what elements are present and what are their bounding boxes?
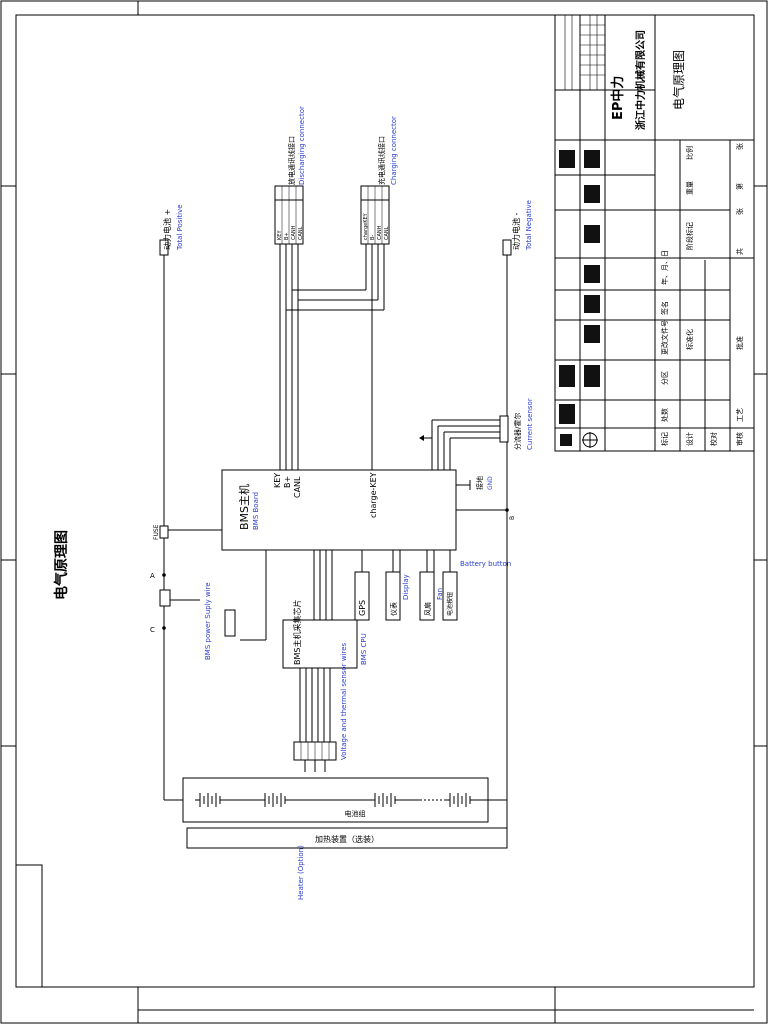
display-box bbox=[385, 571, 401, 621]
tb-stage: 阶段标记 bbox=[685, 222, 694, 250]
heater-box bbox=[186, 827, 508, 849]
tb-label-date: 年、月、日 bbox=[660, 250, 669, 285]
bms-board-cn: BMS主机 bbox=[237, 484, 251, 530]
bms-power-en: BMS power Suply wire bbox=[204, 582, 212, 660]
drawing-title: 电气原理图 bbox=[53, 530, 70, 600]
bms-pin-key: KEY bbox=[273, 473, 282, 488]
battery-cells bbox=[195, 793, 490, 807]
tb-weight: 重量 bbox=[686, 181, 694, 195]
title-block-text: EP中力 浙江中力机械有限公司 电气原理图 标记 处数 分区 更改文件号 签名 … bbox=[610, 30, 744, 446]
supply-connector bbox=[224, 609, 236, 637]
charging-label-en: Charging connector bbox=[390, 116, 398, 185]
charging-pin-4: CANL bbox=[384, 226, 390, 240]
point-a: A bbox=[150, 572, 155, 580]
tb-no: 第 bbox=[735, 183, 744, 190]
current-sensor bbox=[419, 415, 509, 443]
tb-sheet-2: 张 bbox=[735, 143, 744, 150]
company-logo: EP中力 bbox=[610, 76, 626, 120]
charging-pin-1: chargeKEY bbox=[363, 212, 369, 240]
current-sensor-en: Current sensor bbox=[526, 398, 534, 450]
tb-total: 共 bbox=[735, 248, 744, 255]
fuse-label: FUSE bbox=[153, 524, 160, 540]
tb-role-process: 工艺 bbox=[736, 408, 744, 422]
discharging-label-cn: 放电通讯线接口 bbox=[287, 136, 296, 185]
battery-button-cn: 电池按钮 bbox=[446, 592, 454, 616]
sensor-leads bbox=[304, 760, 326, 772]
gps-box bbox=[354, 571, 370, 621]
battery-button-en: Battery button bbox=[460, 560, 511, 568]
bms-pin-bplus: B+ bbox=[283, 476, 292, 488]
sensor-wires-en: Voltage and thermal sensor wires bbox=[340, 642, 348, 760]
total-negative-terminal bbox=[502, 239, 512, 256]
discharging-pin-4: CANL bbox=[298, 226, 304, 240]
fan-cn: 风扇 bbox=[423, 602, 432, 616]
tb-role-review: 审核 bbox=[735, 432, 744, 446]
charging-pin-3: CANH bbox=[377, 225, 383, 240]
fan-box bbox=[419, 571, 435, 621]
bms-cpu bbox=[282, 619, 358, 669]
heater-cn: 加热装置（选装） bbox=[315, 834, 379, 844]
tb-label-mark: 标记 bbox=[660, 432, 669, 446]
point-b: B bbox=[509, 516, 516, 520]
discharging-pin-1: KEY bbox=[277, 230, 283, 240]
discharging-label-en: Discharging connector bbox=[298, 106, 306, 185]
gnd-cn: 接地 bbox=[475, 476, 484, 490]
relay-a bbox=[159, 589, 171, 607]
node-a bbox=[162, 573, 166, 577]
tb-standard: 标准化 bbox=[685, 329, 694, 350]
tb-label-change: 更改文件号 bbox=[660, 320, 669, 355]
fuse bbox=[159, 525, 169, 539]
tb-sheet: 张 bbox=[735, 208, 744, 215]
discharging-pin-3: CANH bbox=[291, 225, 297, 240]
discharging-pin-2: B+ bbox=[284, 232, 290, 240]
sensor-connector-dividers bbox=[300, 742, 330, 760]
display-en: Display bbox=[402, 574, 410, 600]
battery-pack-label: 电池组 bbox=[345, 809, 366, 818]
charging-connector: chargeKEY B- CANH CANL bbox=[360, 185, 390, 245]
tb-label-zone: 分区 bbox=[660, 371, 669, 385]
bms-cpu-cn: BMS主机采集芯片 bbox=[292, 600, 302, 665]
tb-label-sign: 签名 bbox=[660, 301, 669, 315]
point-c: C bbox=[150, 626, 155, 634]
charging-pin-2: B- bbox=[370, 235, 376, 240]
total-positive-cn: 动力电池 + bbox=[162, 209, 172, 250]
total-negative-cn: 动力电池 - bbox=[511, 212, 521, 250]
tb-role-check: 校对 bbox=[709, 432, 718, 446]
company-name: 浙江中力机械有限公司 bbox=[634, 30, 647, 130]
gps-label: GPS bbox=[358, 600, 367, 616]
heater-en: Heater (Option) bbox=[297, 845, 305, 900]
current-sensor-cn: 分流器/霍尔 bbox=[513, 413, 522, 450]
drawing-title-block: 电气原理图 bbox=[671, 50, 686, 110]
tb-scale: 比例 bbox=[685, 146, 694, 160]
battery-button-box bbox=[442, 571, 458, 621]
total-positive-terminal bbox=[159, 239, 169, 256]
discharging-connector: KEY B+ CANH CANL bbox=[274, 185, 304, 245]
gnd-en: GND bbox=[487, 476, 494, 490]
bms-cpu-en: BMS CPU bbox=[360, 633, 368, 665]
total-positive-en: Total Positive bbox=[176, 204, 184, 251]
bms-board-en: BMS Board bbox=[252, 492, 260, 530]
charging-label-cn: 充电通讯线接口 bbox=[377, 136, 386, 185]
bms-board bbox=[221, 469, 457, 551]
total-negative-en: Total Negative bbox=[525, 200, 533, 251]
display-cn: 仪表 bbox=[389, 602, 398, 616]
tb-role-design: 设计 bbox=[685, 432, 694, 446]
bms-pin-charge-key: charge-KEY bbox=[369, 472, 378, 518]
fan-en: Fan bbox=[436, 588, 444, 600]
node-b bbox=[505, 508, 509, 512]
node-c bbox=[162, 626, 166, 630]
title-block bbox=[554, 14, 755, 452]
tb-label-count: 处数 bbox=[660, 408, 669, 422]
bms-pin-canl: CANL bbox=[293, 476, 302, 498]
side-box bbox=[15, 864, 43, 988]
tb-approve: 批准 bbox=[735, 336, 744, 350]
